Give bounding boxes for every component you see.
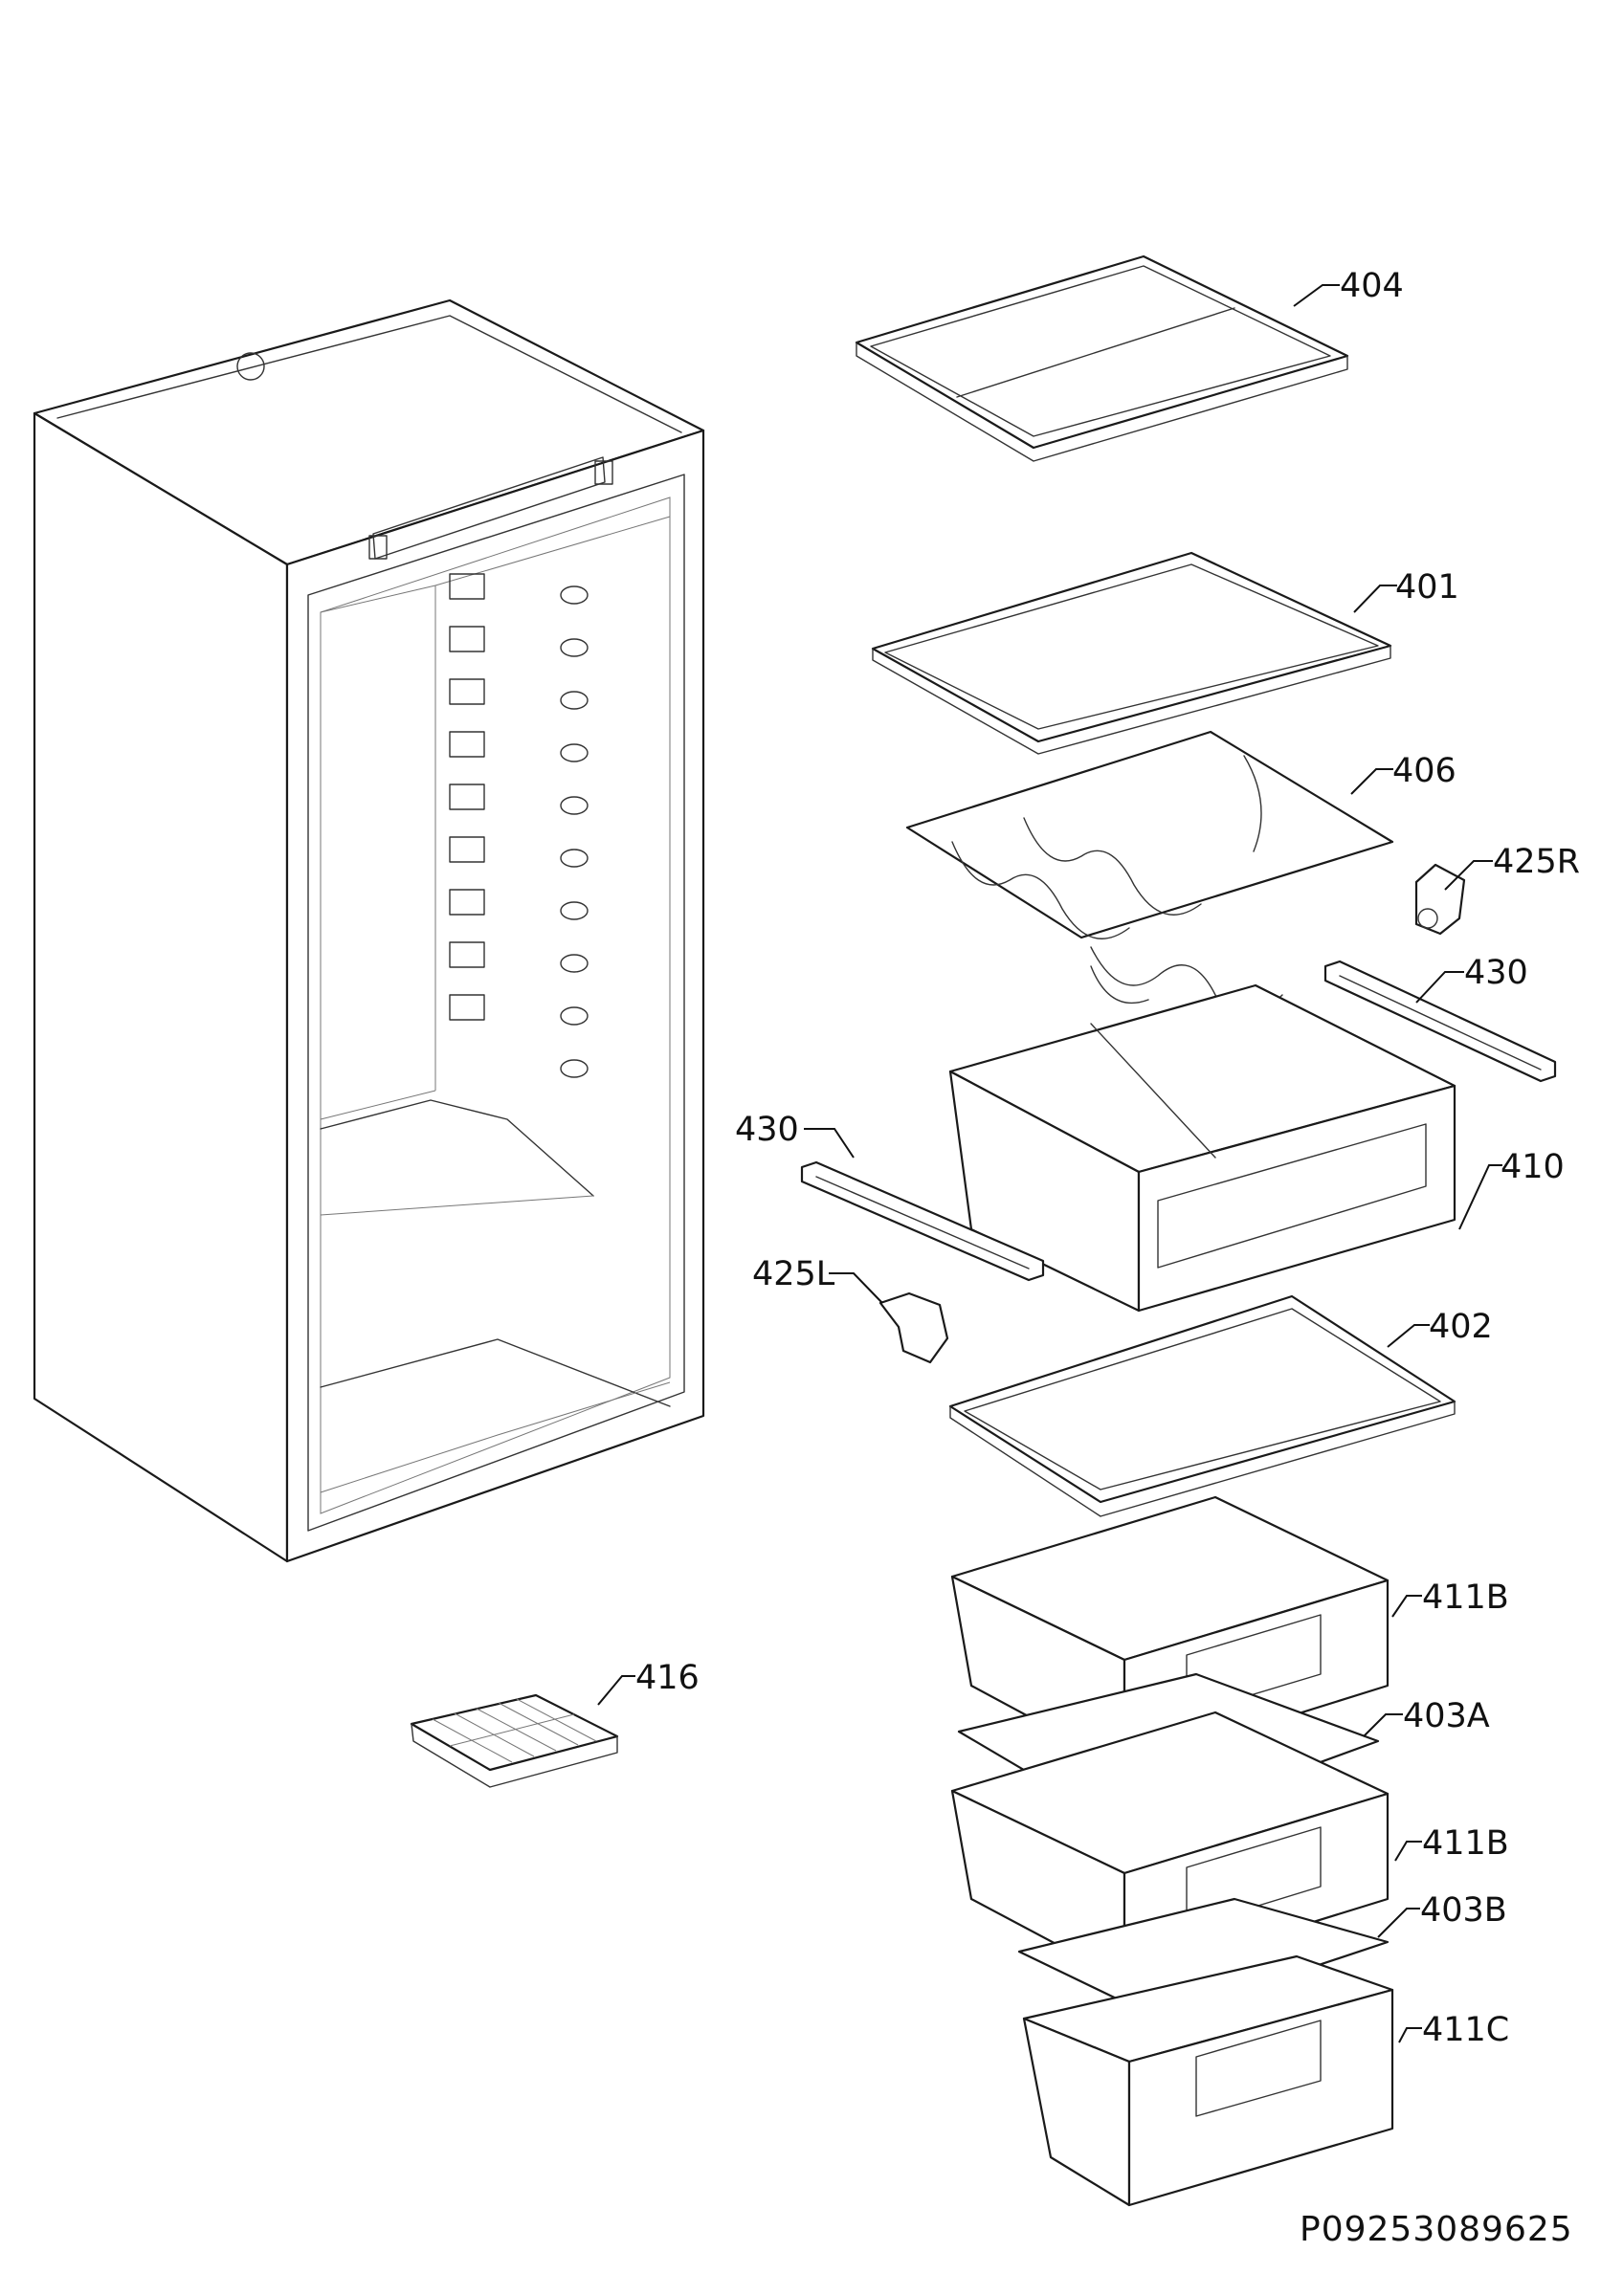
label-410: 410: [1501, 1148, 1565, 1186]
label-416: 416: [635, 1659, 700, 1697]
document-code: P09253089625: [1300, 2210, 1573, 2249]
refrigerator-cabinet: [33, 298, 705, 1563]
label-401: 401: [1395, 568, 1459, 607]
part-labels: 404 401 406 425R 430 430 410 425L 402 41…: [635, 267, 1580, 2049]
label-406: 406: [1392, 752, 1456, 790]
label-404: 404: [1340, 267, 1404, 305]
label-425L: 425L: [752, 1255, 835, 1293]
rail-430-right: [1323, 960, 1557, 1083]
bottle-rack-406: [905, 730, 1394, 1015]
label-411C: 411C: [1422, 2011, 1509, 2049]
drawer-411C: [1022, 1954, 1394, 2207]
glass-shelf-404: [855, 254, 1349, 462]
glass-cover-403B: [1017, 1897, 1390, 2020]
ice-tray-416: [410, 1693, 619, 1788]
label-430-left: 430: [735, 1111, 799, 1149]
label-402: 402: [1429, 1308, 1493, 1346]
bracket-425R: [1414, 863, 1466, 936]
drawer-410: [948, 983, 1456, 1313]
label-403B: 403B: [1420, 1891, 1507, 1930]
rail-430-left: [800, 1160, 1045, 1282]
label-411B-middle: 411B: [1422, 1824, 1509, 1863]
shelf-supports-left: [449, 573, 485, 1021]
label-425R: 425R: [1493, 843, 1580, 881]
bracket-425L: [878, 1292, 949, 1364]
leader-lines: [597, 284, 1502, 2043]
shelf-supports-right: [560, 585, 589, 1078]
label-430-right: 430: [1464, 954, 1528, 992]
glass-shelf-401: [871, 551, 1392, 755]
label-411B-top: 411B: [1422, 1578, 1509, 1617]
label-403A: 403A: [1403, 1697, 1490, 1735]
glass-shelf-402: [948, 1294, 1456, 1517]
